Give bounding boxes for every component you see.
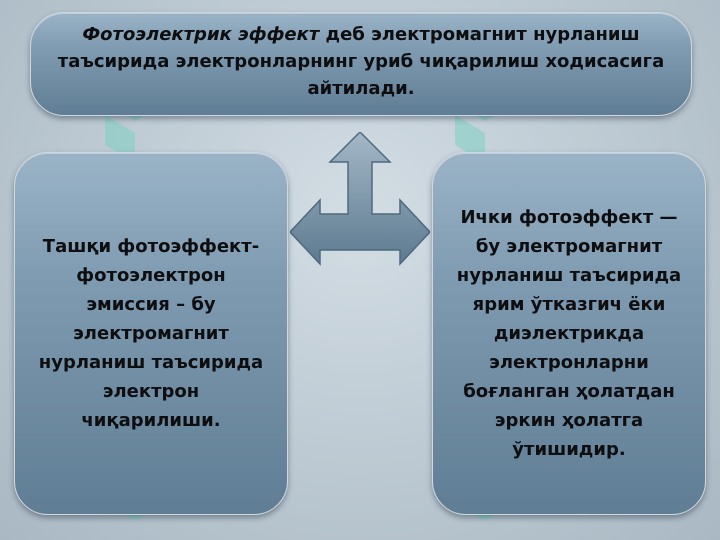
external-effect-text: Ташқи фотоэффект- фотоэлектрон эмиссия –…	[38, 236, 264, 431]
external-effect-box: Ташқи фотоэффект- фотоэлектрон эмиссия –…	[14, 152, 288, 515]
definition-term: Фотоэлектрик эффект	[82, 24, 320, 45]
three-way-arrow-icon	[290, 132, 430, 266]
internal-effect-box: Ички фотоэффект — бу электромагнит нурла…	[432, 152, 706, 515]
internal-effect-text: Ички фотоэффект — бу электромагнит нурла…	[456, 207, 682, 460]
definition-text: деб электромагнит нурланиш таъсирида эле…	[57, 24, 665, 99]
definition-box: Фотоэлектрик эффект деб электромагнит ну…	[30, 12, 692, 116]
